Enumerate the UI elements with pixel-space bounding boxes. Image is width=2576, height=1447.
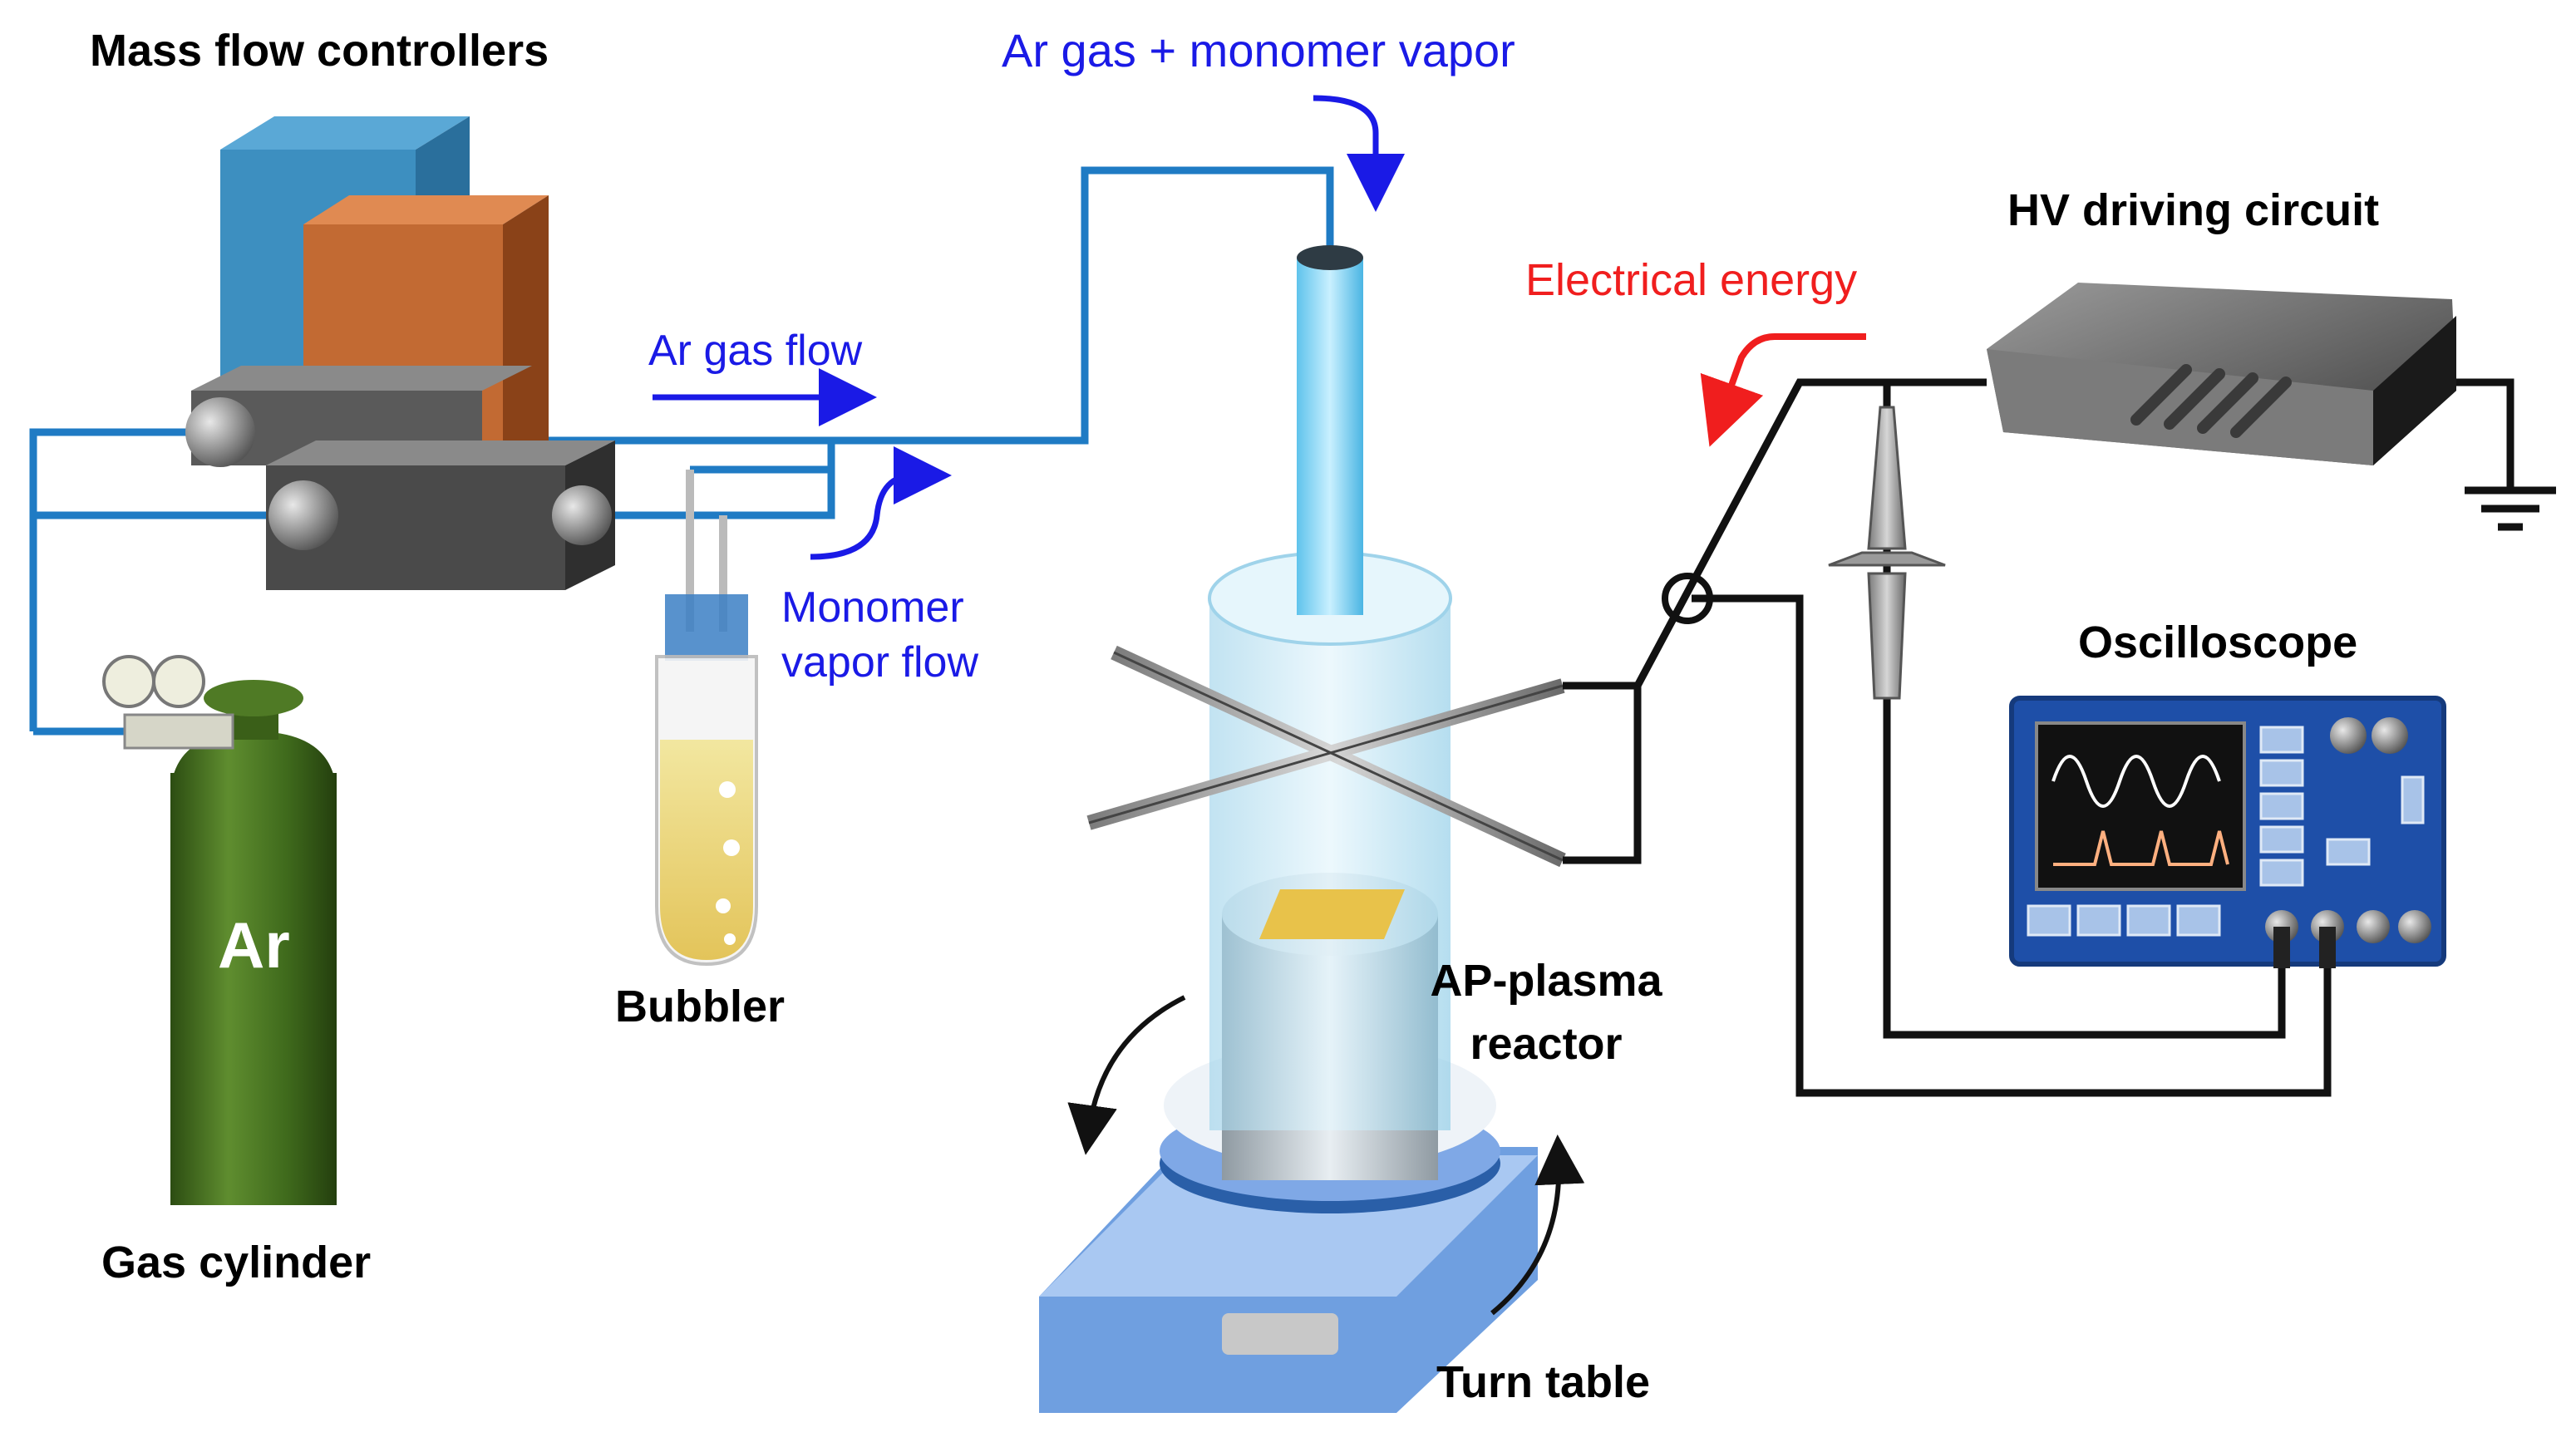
electrical-energy-label: Electrical energy	[1525, 255, 1858, 305]
cylinder-ar-label: Ar	[218, 908, 290, 982]
current-probe-icon	[1662, 573, 1713, 624]
monomer-vapor-flow-line1: Monomer	[781, 583, 964, 632]
ar-gas-monomer-vapor-label: Ar gas + monomer vapor	[1002, 24, 1515, 76]
ap-plasma-reactor	[1039, 245, 1566, 1413]
flow-arrows	[653, 95, 1866, 1316]
mfc-valve-icon	[268, 480, 338, 550]
mass-flow-controllers	[185, 116, 615, 590]
ap-plasma-reactor-line2: reactor	[1470, 1019, 1623, 1069]
high-voltage-probe	[1828, 406, 1946, 700]
scope-knob-icon	[2330, 717, 2367, 754]
monomer-vapor-flow-line2: vapor flow	[781, 638, 978, 687]
rotation-arrow-right	[1490, 1134, 1585, 1316]
mfc-valve-icon	[552, 485, 612, 545]
current-waveform	[2053, 830, 2229, 866]
scope-knob-icon	[2372, 717, 2408, 754]
mass-flow-controllers-label: Mass flow controllers	[90, 26, 549, 76]
oscilloscope-screen	[2035, 721, 2246, 891]
monomer-vapor-flow-label: Monomer vapor flow	[781, 580, 978, 690]
pressure-gauge-icon	[152, 655, 205, 708]
pressure-gauge-icon	[102, 655, 155, 708]
ar-monomer-inlet-arrow	[1313, 95, 1405, 212]
substrate	[1259, 889, 1405, 939]
monomer-vapor-flow-arrow	[810, 446, 952, 560]
scope-knob-icon	[2357, 910, 2390, 943]
ground-icon	[2465, 486, 2556, 531]
scope-knob-icon	[2398, 910, 2431, 943]
bubbler	[655, 470, 758, 967]
gas-pipes	[29, 166, 1334, 736]
rotation-arrow-left	[1067, 995, 1186, 1155]
electrical-energy-arrow	[1700, 333, 1866, 447]
gas-cylinder-label: Gas cylinder	[101, 1238, 372, 1287]
turn-table-label: Turn table	[1436, 1357, 1651, 1407]
oscilloscope-label: Oscilloscope	[2078, 618, 2358, 667]
electrical-wiring	[1563, 378, 2514, 1097]
ar-gas-flow-label: Ar gas flow	[648, 327, 863, 375]
bubbler-label: Bubbler	[615, 982, 786, 1031]
voltage-waveform	[2051, 755, 2221, 808]
gas-cylinder	[102, 655, 337, 1205]
hv-driving-circuit	[1987, 283, 2456, 465]
ap-plasma-reactor-label: AP-plasma reactor	[1413, 949, 1679, 1075]
ap-plasma-reactor-line1: AP-plasma	[1430, 956, 1662, 1006]
oscilloscope	[2009, 696, 2446, 968]
hv-driving-circuit-label: HV driving circuit	[2007, 185, 2380, 235]
mfc-valve-icon	[185, 397, 255, 467]
